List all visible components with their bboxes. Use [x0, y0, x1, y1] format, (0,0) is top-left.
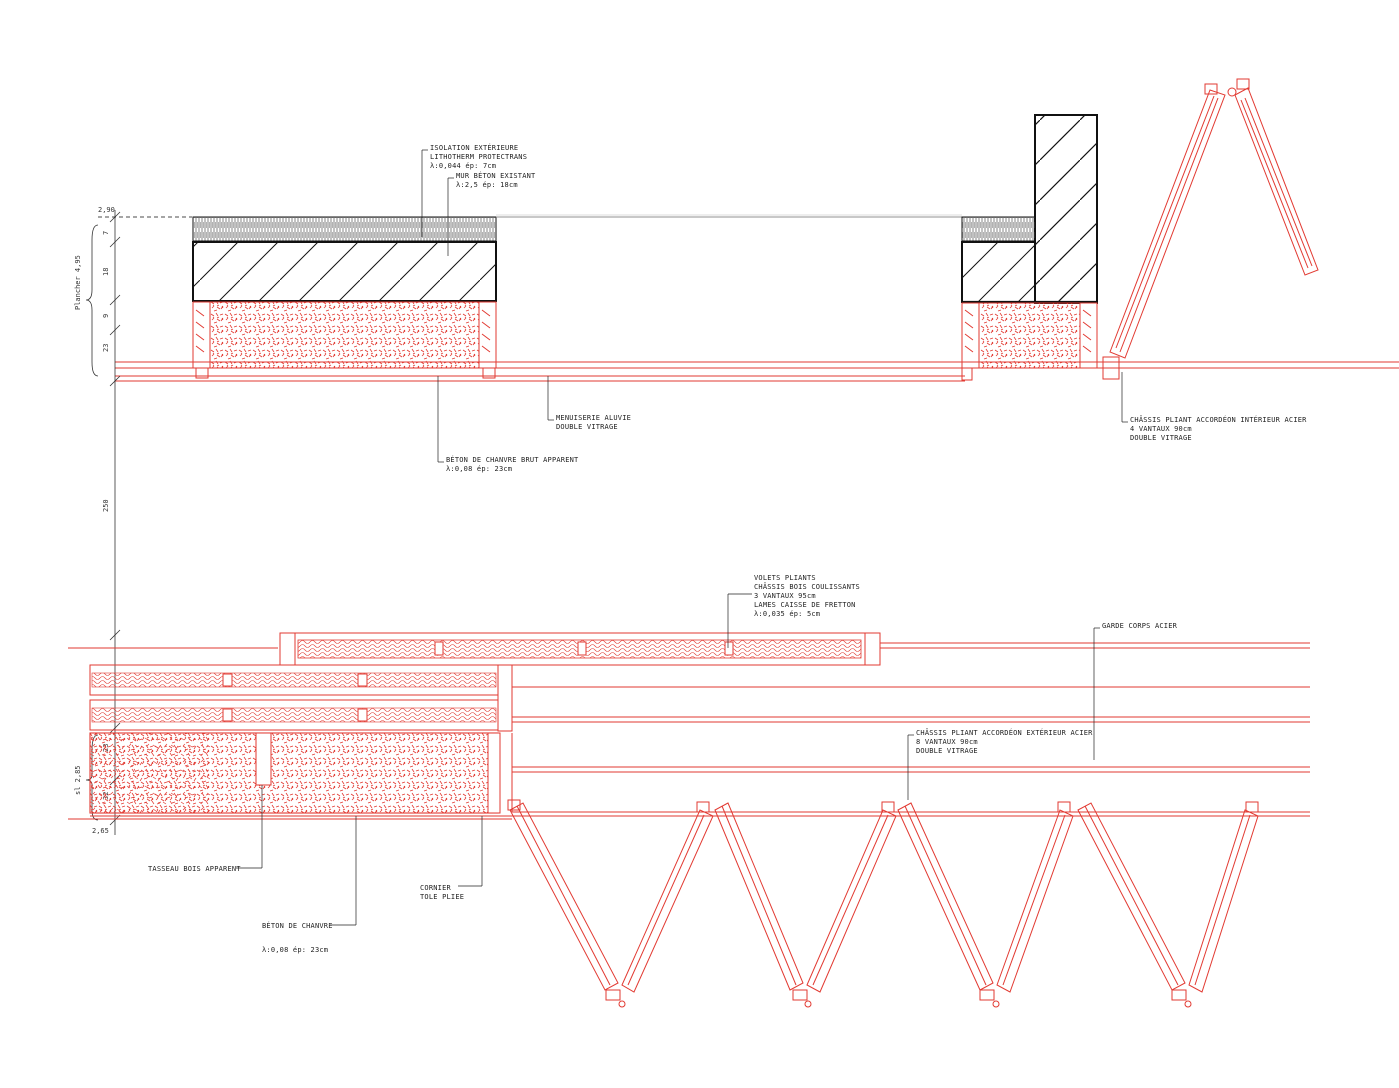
note-cornier-2: TOLE PLIEE — [420, 893, 464, 901]
dim-top-seg-3: 9 — [102, 314, 110, 318]
note-mur-beton-1: MUR BÉTON EXISTANT — [456, 171, 536, 180]
note-volets-4: LAMES CAISSE DE FRETTON — [754, 601, 856, 609]
dim-top-level: 2,90 — [98, 206, 115, 214]
note-garde-corps: GARDE CORPS ACIER — [1102, 622, 1178, 630]
dim-top-seg-2: 18 — [102, 268, 110, 276]
note-tasseau: TASSEAU BOIS APPARENT — [148, 865, 241, 873]
upper-section — [98, 78, 1399, 382]
note-chassis-top-1: CHÂSSIS PLIANT ACCORDÉON INTÉRIEUR ACIER — [1130, 415, 1307, 424]
note-cornier-1: CORNIER — [420, 884, 451, 892]
note-chassis-top-2: 4 VANTAUX 90cm — [1130, 425, 1192, 433]
note-chassis-bottom-2: 8 VANTAUX 90cm — [916, 738, 978, 746]
dim-top-seg-4: 23 — [102, 344, 110, 352]
annotations: ISOLATION EXTÉRIEURE LITHOTHERM PROTECTR… — [148, 143, 1307, 954]
note-mur-beton-2: λ:2,5 ép: 18cm — [456, 181, 518, 189]
note-beton-chanvre-top-2: λ:0,08 ép: 23cm — [446, 465, 512, 473]
note-volets-2: CHÂSSIS BOIS COULISSANTS — [754, 582, 860, 591]
dim-top-seg-1: 7 — [102, 231, 110, 235]
note-isolation-3: λ:0,044 ép: 7cm — [430, 162, 496, 170]
note-chassis-bottom-1: CHÂSSIS PLIANT ACCORDÉON EXTÉRIEUR ACIER — [916, 728, 1093, 737]
dim-bottom-level: 2,65 — [92, 827, 109, 835]
note-menuiserie-1: MENUISERIE ALUVIE — [556, 414, 631, 422]
annotation-leaders — [236, 149, 1128, 926]
dim-bottom-total: sl 2,85 — [74, 765, 82, 795]
note-isolation-2: LITHOTHERM PROTECTRANS — [430, 153, 527, 161]
note-chassis-top-3: DOUBLE VITRAGE — [1130, 434, 1192, 442]
note-volets-1: VOLETS PLIANTS — [754, 574, 816, 582]
dim-top-total: Plancher 4,95 — [74, 255, 82, 310]
note-beton-chanvre-top-1: BÉTON DE CHANVRE BRUT APPARENT — [446, 455, 579, 464]
note-isolation-1: ISOLATION EXTÉRIEURE — [430, 143, 518, 152]
note-beton-chanvre-bottom-1: BÉTON DE CHANVRE — [262, 921, 333, 930]
note-menuiserie-2: DOUBLE VITRAGE — [556, 423, 618, 431]
note-chassis-bottom-3: DOUBLE VITRAGE — [916, 747, 978, 755]
lower-section — [68, 632, 1310, 1008]
note-beton-chanvre-bottom-2: λ:0,08 ép: 23cm — [262, 946, 328, 954]
dim-middle: 250 — [102, 499, 110, 512]
note-volets-5: λ:0,035 ép: 5cm — [754, 610, 820, 618]
note-volets-3: 3 VANTAUX 95cm — [754, 592, 816, 600]
